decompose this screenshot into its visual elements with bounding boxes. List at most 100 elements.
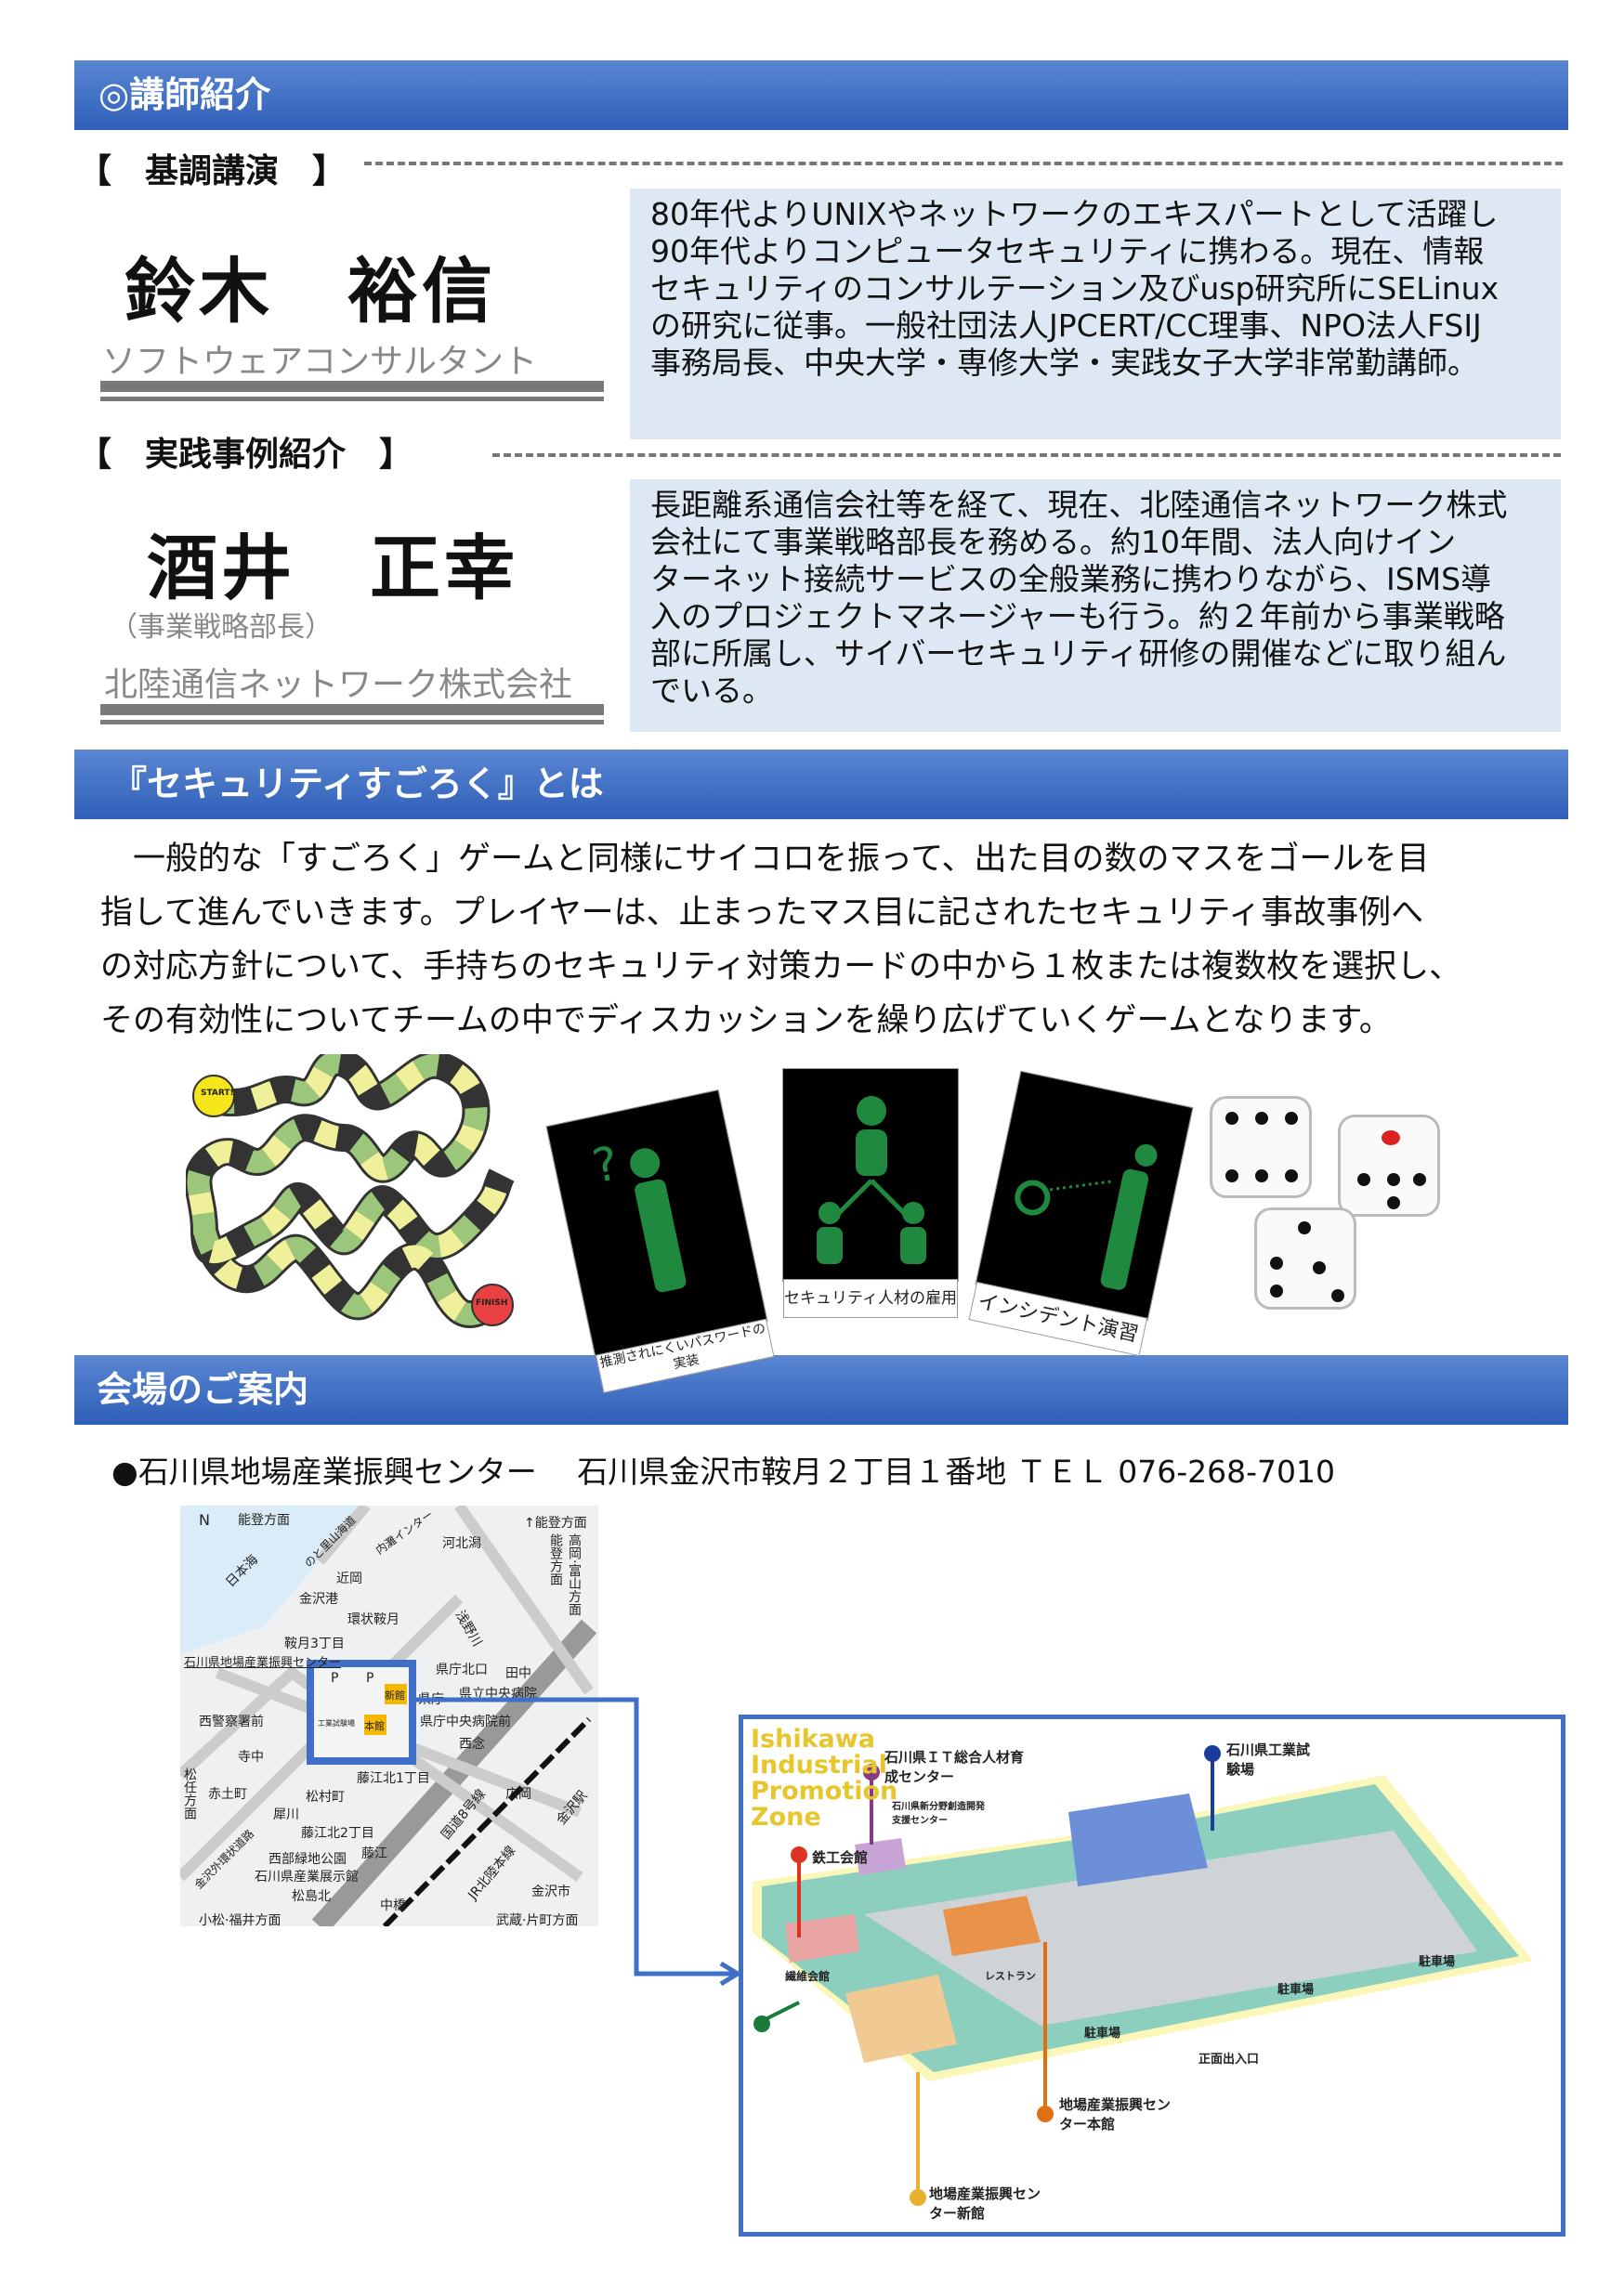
section-instructors: ◎講師紹介 xyxy=(74,60,1568,130)
keynote-speaker-name: 鈴木 裕信 xyxy=(124,250,496,333)
campus-title: Ishikawa Industrial Promotion Zone xyxy=(751,1727,897,1831)
map-label: 広岡 xyxy=(505,1787,531,1802)
map-label: 犀川 xyxy=(273,1807,299,1822)
sugoroku-board-illustration xyxy=(186,1054,515,1328)
bio-line: セキュリティのコンサルテーション及びusp研究所にSELinux xyxy=(650,270,1500,307)
campus-label-d: 鉄工会館 xyxy=(812,1849,869,1866)
north-indicator: N xyxy=(199,1511,210,1529)
fire-extinguisher-icon xyxy=(1015,1143,1158,1290)
map-label: 環状鞍月 xyxy=(347,1612,399,1627)
map-label: 松任方面 xyxy=(182,1768,197,1820)
sugoroku-description: 一般的な「すごろく」ゲームと同様にサイコロを振って、出た目の数のマスをゴールを目… xyxy=(100,832,1550,1048)
map-label: ↑能登方面 xyxy=(524,1516,587,1531)
map-label: 田中 xyxy=(505,1666,531,1681)
map-roads xyxy=(180,1506,597,1926)
keynote-heading: 【 基調講演 】 xyxy=(78,152,347,190)
divider xyxy=(364,162,1563,165)
map-label: 工業試験場 xyxy=(318,1719,355,1728)
map-label: 本館 xyxy=(364,1720,385,1732)
map-label: 西警察署前 xyxy=(199,1715,264,1729)
map-label: 小松·福井方面 xyxy=(199,1913,282,1926)
section-venue: 会場のご案内 xyxy=(74,1355,1568,1425)
section-sugoroku: 『セキュリティすごろく』とは xyxy=(74,750,1568,819)
campus-label-f: 石川県工業試験場 xyxy=(1226,1742,1311,1778)
map-label: 藤江 xyxy=(361,1846,387,1861)
map-label: 金沢市 xyxy=(531,1885,570,1899)
keynote-speaker-title: ソフトウェアコンサルタント xyxy=(102,343,538,381)
security-card: インシデント演習 xyxy=(968,1070,1194,1357)
bio-line: の研究に従事。一般社団法人JPCERT/CC理事、NPO法人FSIJ xyxy=(650,307,1482,344)
map-label: 赤土町 xyxy=(208,1787,247,1802)
map-label: 松村町 xyxy=(306,1790,345,1805)
campus-label-a: 地場産業振興センター本館 xyxy=(1059,2096,1172,2133)
case-bio: 長距離系通信会社等を経て、現在、北陸通信ネットワーク株式 会社にて事業戦略部長を… xyxy=(630,479,1561,732)
title-line: Industrial xyxy=(751,1751,887,1780)
map-label: 鞍月3丁目 xyxy=(284,1637,345,1651)
campus-label-b: 地場産業振興センター新館 xyxy=(929,2185,1041,2222)
dice-icon xyxy=(1210,1096,1312,1198)
divider xyxy=(492,453,1561,457)
bio-line: 長距離系通信会社等を経て、現在、北陸通信ネットワーク株式 xyxy=(650,487,1508,523)
map-label: 石川県地場産業振興センター xyxy=(184,1656,342,1670)
map-label: 藤江北2丁目 xyxy=(301,1826,374,1841)
campus-label: 正面出入口 xyxy=(1198,2053,1260,2067)
person-question-icon: ? xyxy=(588,1136,687,1293)
text-line: の対応方針について、手持ちのセキュリティ対策カードの中から１枚または複数枚を選択… xyxy=(100,948,1462,985)
bio-line: 事務局長、中央大学・専修大学・実践女子大学非常勤講師。 xyxy=(650,345,1478,381)
map-label: 武蔵·片町方面 xyxy=(496,1913,579,1926)
bio-line: 会社にて事業戦略部長を務める。約10年間、法人向けイン xyxy=(650,524,1456,560)
campus-map: Ishikawa Industrial Promotion Zone 鉄工会館 … xyxy=(739,1715,1565,2237)
campus-label: 駐車場 xyxy=(1277,1983,1315,1997)
map-label: 石川県産業展示館 xyxy=(255,1870,359,1885)
case-heading: 【 実践事例紹介 】 xyxy=(78,436,413,474)
map-label: P xyxy=(366,1671,374,1686)
bio-line: でいる。 xyxy=(650,672,773,709)
map-label: 松島北 xyxy=(292,1889,331,1904)
campus-label-c: 繊維会館 xyxy=(785,1970,831,1983)
map-label: 能登方面 xyxy=(548,1533,563,1585)
map-label: 藤江北1丁目 xyxy=(357,1771,430,1786)
divider xyxy=(100,381,604,401)
svg-text:?: ? xyxy=(588,1136,623,1194)
campus-label: レストラン xyxy=(985,1970,1036,1982)
case-speaker-name: 酒井 正幸 xyxy=(147,527,518,609)
map-label: 西念 xyxy=(459,1737,485,1752)
title-line: Zone xyxy=(751,1803,821,1832)
venue-address: ●石川県地場産業振興センター 石川県金沢市鞍月２丁目１番地 ＴＥＬ 076-26… xyxy=(111,1454,1336,1490)
campus-label: 駐車場 xyxy=(1419,1955,1456,1969)
area-map: N 能登方面 のと里山海道 内灘インター 河北潟 日本海 近岡 金沢港 環状鞍月… xyxy=(180,1506,598,1926)
board-start: START! xyxy=(201,1089,234,1098)
bio-line: 入のプロジェクトマネージャーも行う。約２年前から事業戦略 xyxy=(650,598,1505,634)
org-chart-icon xyxy=(817,1096,926,1264)
map-label: 近岡 xyxy=(336,1572,362,1586)
campus-illustration xyxy=(753,1745,1533,2206)
divider xyxy=(100,704,604,724)
map-label: 寺中 xyxy=(238,1750,264,1765)
map-label: P xyxy=(331,1671,339,1686)
text-line: 指して進んでいきます。プレイヤーは、止まったマス目に記されたセキュリティ事故事例… xyxy=(100,894,1424,932)
keynote-bio: 80年代よりUNIXやネットワークのエキスパートとして活躍し 90年代よりコンピ… xyxy=(630,189,1561,439)
campus-label-e: 石川県ＩＴ総合人材育成センター xyxy=(884,1749,1025,1785)
map-label: 高岡·富山方面 xyxy=(567,1533,582,1616)
campus-label: 駐車場 xyxy=(1084,2027,1121,2041)
bio-line: 80年代よりUNIXやネットワークのエキスパートとして活躍し xyxy=(650,196,1499,232)
map-label: 中橋 xyxy=(380,1898,406,1913)
case-speaker-company: 北陸通信ネットワーク株式会社 xyxy=(104,666,573,704)
bio-line: ターネット接続サービスの全般業務に携わりながら、ISMS導 xyxy=(650,561,1492,597)
security-card: セキュリティ人材の雇用 xyxy=(782,1068,959,1318)
map-label: 金沢港 xyxy=(299,1592,338,1607)
board-finish: FINISH xyxy=(476,1298,508,1308)
map-label: 能登方面 xyxy=(238,1513,290,1528)
text-line: その有効性についてチームの中でディスカッションを繰り広げていくゲームとなります。 xyxy=(100,1002,1392,1039)
bio-line: 部に所属し、サイバーセキュリティ研修の開催などに取り組ん xyxy=(650,635,1507,672)
title-line: Promotion xyxy=(751,1777,898,1806)
connector-arrow xyxy=(409,1697,742,1987)
map-label: 西部緑地公園 xyxy=(268,1852,347,1867)
dice-icon xyxy=(1254,1207,1356,1310)
map-label: 県庁北口 xyxy=(436,1663,488,1677)
bio-line: 90年代よりコンピュータセキュリティに携わる。現在、情報 xyxy=(650,233,1485,269)
card-label: セキュリティ人材の雇用 xyxy=(783,1279,958,1318)
map-label: 新館 xyxy=(385,1689,405,1702)
title-line: Ishikawa xyxy=(751,1725,875,1754)
dice-icon xyxy=(1338,1115,1440,1217)
